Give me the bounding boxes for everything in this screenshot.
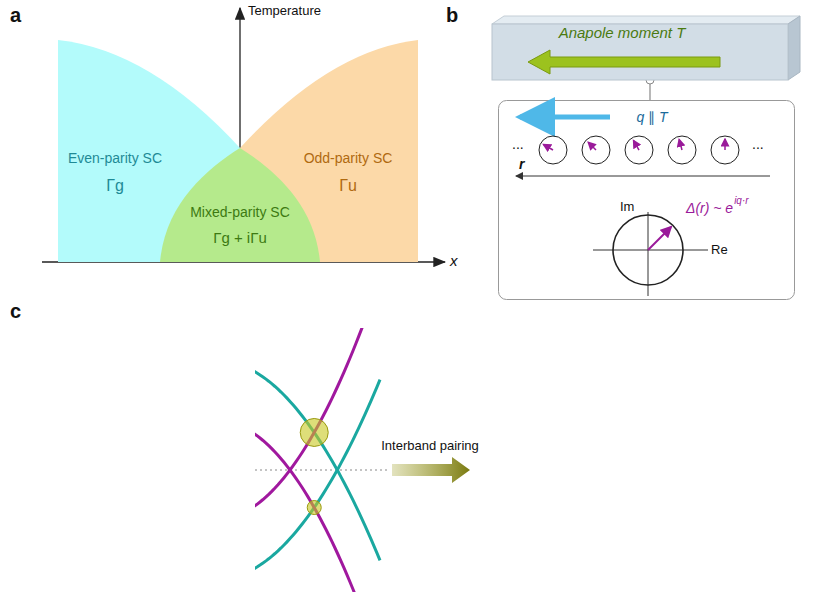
node-text: Anapole moment T <box>559 24 686 41</box>
panel-letter: b <box>446 4 458 27</box>
inset-panel: q ∥ T Δ(r) ~ eiq·r <box>498 100 795 300</box>
q-arrow <box>520 115 610 120</box>
bar-front <box>492 24 788 80</box>
phase-arrow <box>588 142 596 150</box>
phase-circle <box>625 136 653 164</box>
inset-border <box>499 101 795 300</box>
label: Interband pairing <box>381 439 479 454</box>
panel-letter: a <box>10 4 21 27</box>
panel-letter: c <box>10 300 21 323</box>
band-curve <box>255 360 380 560</box>
phase-arrow <box>634 140 640 150</box>
phase-region: Mixed-parity SC Γg + iΓu <box>160 148 320 262</box>
im-axis <box>648 212 649 296</box>
unit-circle <box>613 215 683 285</box>
delta-arrow <box>648 227 671 250</box>
exponent-text: iq·r <box>734 195 748 207</box>
phase-circle <box>582 136 610 164</box>
pairing-spot <box>307 501 321 515</box>
band-panel <box>255 328 390 592</box>
node-text: Mixed-parity SC <box>190 204 290 220</box>
node-text: Γg <box>106 177 124 195</box>
label: Im <box>620 200 634 215</box>
node-text: Odd-parity SC <box>304 150 393 166</box>
bar-top <box>492 16 800 24</box>
phase-circle <box>668 136 696 164</box>
phase-circle <box>711 136 739 164</box>
anapole-arrow <box>528 50 720 74</box>
node-text: Δ(r) ~ e <box>686 200 733 216</box>
bar-side <box>788 16 800 80</box>
phase-arrow <box>679 139 682 150</box>
region-fill <box>160 148 320 262</box>
label: x <box>450 252 458 269</box>
re-axis <box>593 250 708 251</box>
label: Temperature <box>248 4 321 19</box>
band-curve <box>255 380 380 580</box>
node-shape <box>498 100 795 300</box>
band-curve <box>255 328 380 520</box>
fermi-line <box>255 470 390 471</box>
label: ... <box>512 136 524 152</box>
phase-circle <box>539 136 567 164</box>
label: Re <box>711 243 728 258</box>
phase-arrow <box>724 139 726 150</box>
node-text: Even-parity SC <box>68 150 162 166</box>
node-text: Γu <box>339 177 357 195</box>
pairing-spot <box>300 418 328 446</box>
node-text: q ∥ T <box>636 109 667 125</box>
label: ... <box>752 136 764 152</box>
anapole-bar: Anapole moment T <box>492 16 800 80</box>
r-axis <box>516 176 770 177</box>
node-text: Γg + iΓu <box>213 229 267 246</box>
pairing-arrow <box>392 457 470 483</box>
label: r <box>519 156 524 172</box>
phase-arrow <box>543 145 553 151</box>
